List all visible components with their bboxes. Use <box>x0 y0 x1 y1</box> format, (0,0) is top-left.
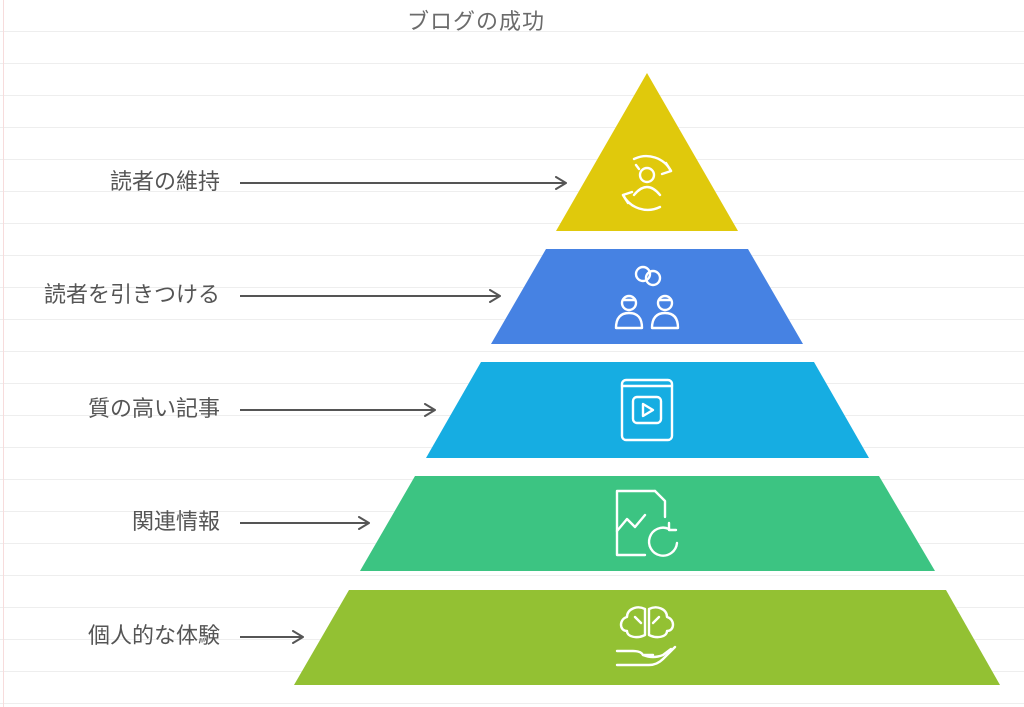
people-link-icon <box>614 265 680 330</box>
pyramid-level-5 <box>294 590 1000 685</box>
pyramid-level-3 <box>426 362 869 458</box>
chart-refresh-icon <box>615 489 679 557</box>
user-cycle-icon <box>621 154 673 212</box>
pyramid-level-1 <box>556 73 738 231</box>
pyramid-level-4 <box>360 476 935 571</box>
level-label-1: 読者の維持 <box>109 170 220 195</box>
level-label-5: 個人的な体験 <box>87 624 220 649</box>
video-book-icon <box>620 378 674 442</box>
brain-hand-icon <box>615 606 677 667</box>
level-label-3: 質の高い記事 <box>87 397 220 422</box>
level-label-4: 関連情報 <box>131 510 220 535</box>
level-label-2: 読者を引きつける <box>43 283 220 308</box>
diagram-title: ブログの成功 <box>406 10 545 35</box>
pyramid-level-2 <box>491 249 803 344</box>
